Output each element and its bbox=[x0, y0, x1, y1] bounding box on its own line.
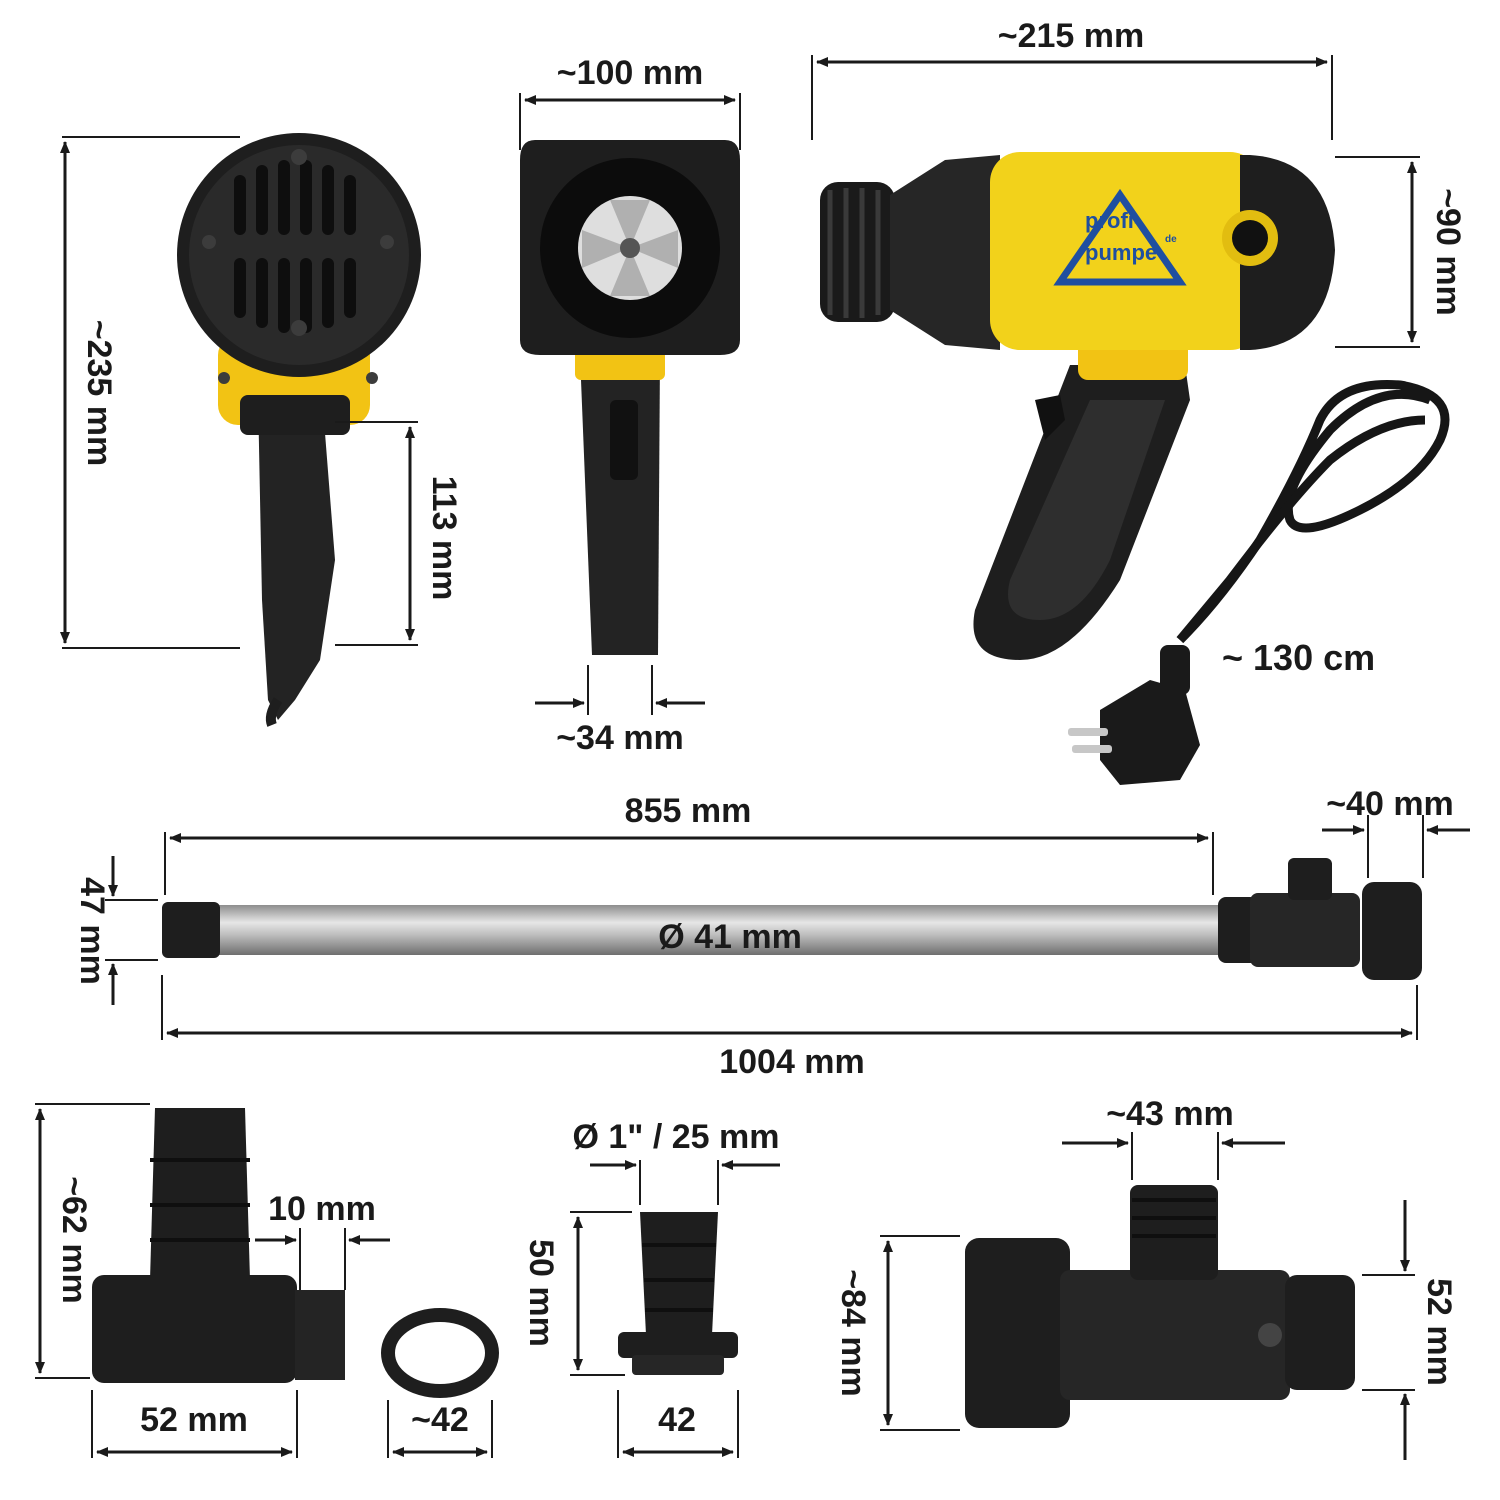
seal-ring bbox=[381, 1308, 499, 1398]
brand-logo-line2: pumpe bbox=[1085, 240, 1157, 265]
label-rear-height: ~235 mm bbox=[80, 320, 118, 467]
label-nozzle-diameter: Ø 1" / 25 mm bbox=[573, 1118, 780, 1156]
label-front-grip-width: ~34 mm bbox=[556, 719, 684, 757]
label-tee-width: ~40 mm bbox=[1326, 785, 1454, 823]
label-valve-width: ~43 mm bbox=[1106, 1095, 1234, 1133]
label-nozzle-base: 42 bbox=[658, 1401, 696, 1439]
pump-side-view: profi- pumpe de bbox=[820, 152, 1335, 660]
suction-tube bbox=[162, 858, 1422, 980]
label-tube-diameter: Ø 41 mm bbox=[658, 918, 802, 956]
label-tube-length: 855 mm bbox=[625, 792, 752, 830]
label-nozzle-height: 50 mm bbox=[522, 1239, 560, 1347]
label-valve-outlet: 52 mm bbox=[1420, 1278, 1458, 1386]
pump-rear-view bbox=[177, 133, 421, 727]
label-adapter-base: 52 mm bbox=[140, 1401, 248, 1439]
dimension-labels: ~235 mm 113 mm ~100 mm ~34 mm ~215 mm ~9… bbox=[55, 17, 1467, 1439]
label-adapter-height: ~62 mm bbox=[55, 1176, 93, 1304]
tee-valve bbox=[965, 1185, 1355, 1428]
hose-adapter bbox=[92, 1108, 345, 1383]
label-adapter-offset: 10 mm bbox=[268, 1190, 376, 1228]
hose-nozzle bbox=[618, 1212, 738, 1375]
label-ring: ~42 bbox=[411, 1401, 469, 1439]
label-side-height: ~90 mm bbox=[1429, 188, 1467, 316]
label-side-length: ~215 mm bbox=[998, 17, 1145, 55]
brand-logo-suffix: de bbox=[1165, 234, 1177, 245]
label-tube-total: 1004 mm bbox=[719, 1043, 865, 1081]
label-cable-length: ~ 130 cm bbox=[1222, 637, 1375, 678]
power-cable bbox=[1176, 379, 1450, 644]
label-rear-grip: 113 mm bbox=[425, 476, 463, 601]
dimension-lines bbox=[35, 55, 1470, 1460]
brand-logo-line1: profi- bbox=[1085, 208, 1141, 233]
pump-front-view bbox=[520, 140, 740, 655]
label-tube-height: 47 mm bbox=[73, 877, 111, 985]
label-valve-height: ~84 mm bbox=[834, 1269, 872, 1397]
power-plug bbox=[1068, 645, 1200, 785]
label-front-width: ~100 mm bbox=[557, 54, 704, 92]
